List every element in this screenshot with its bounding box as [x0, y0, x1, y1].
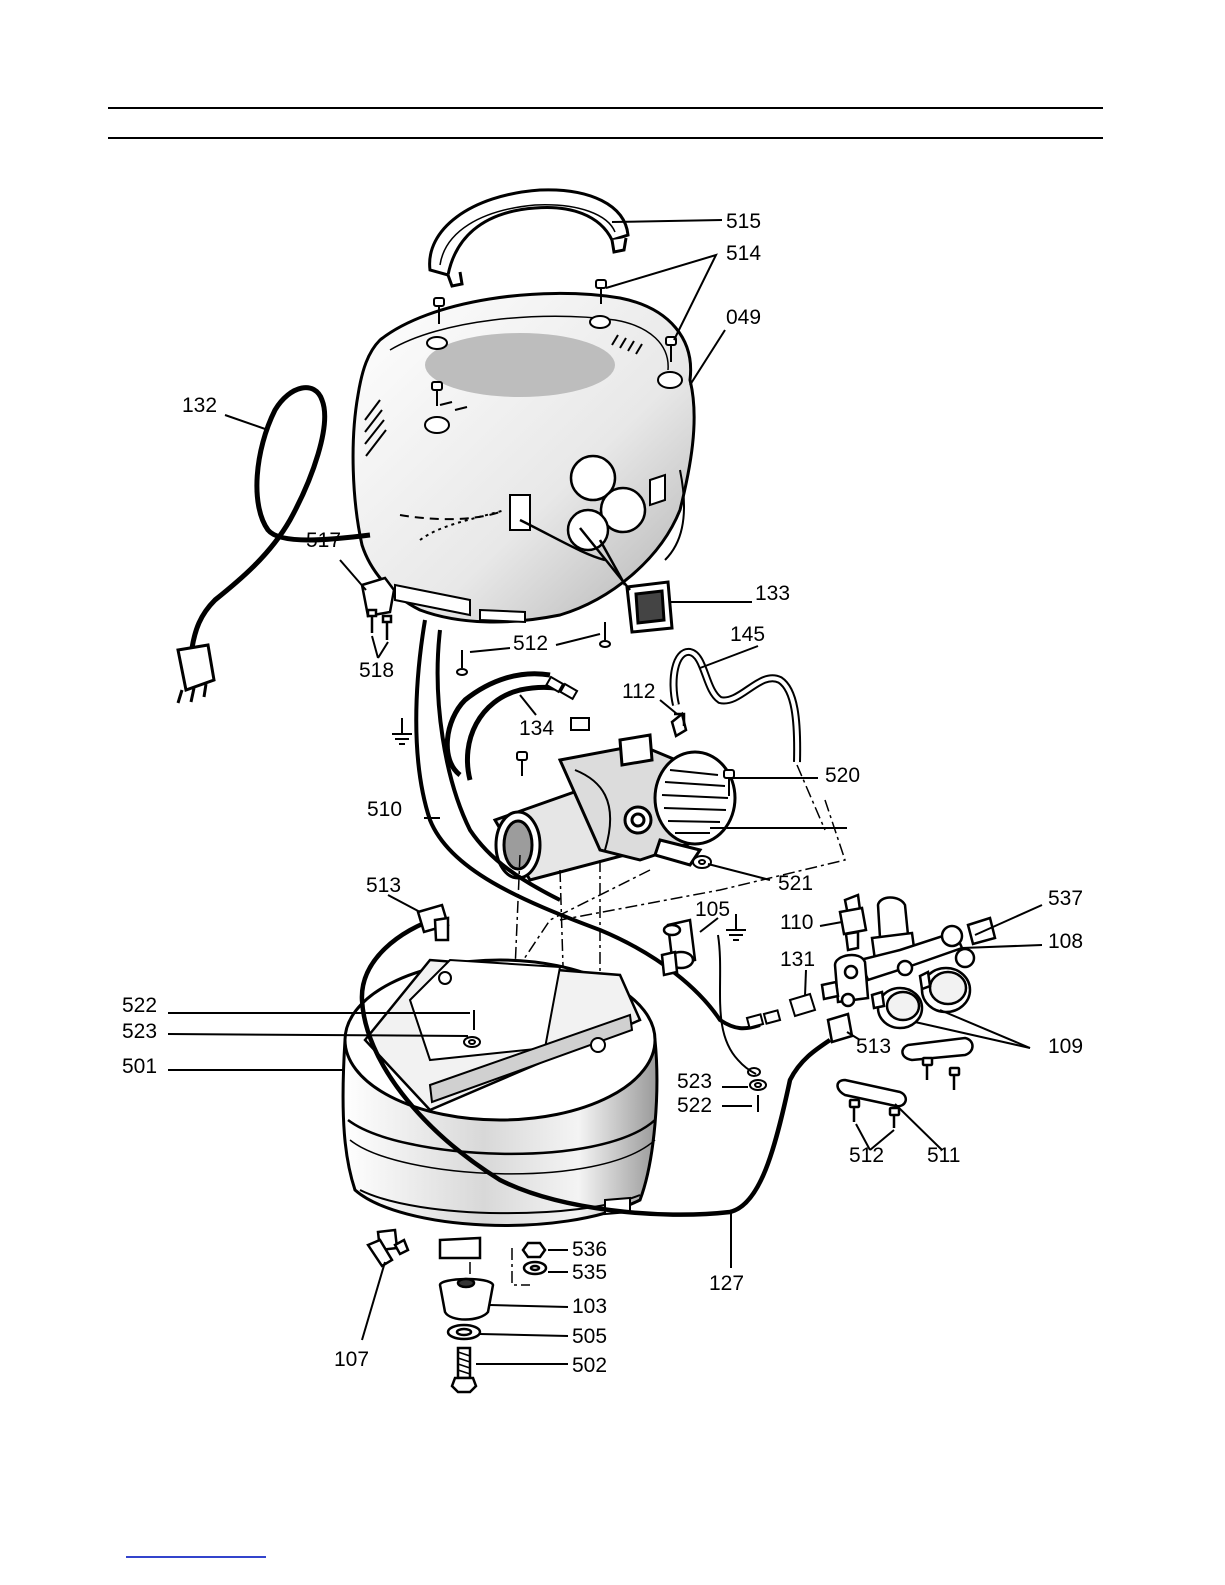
footer-link-underline[interactable]	[126, 1556, 266, 1558]
cord-clamp	[362, 578, 394, 640]
label-511: 511	[927, 1144, 960, 1167]
label-536: 536	[572, 1238, 607, 1261]
label-518: 518	[359, 659, 394, 682]
label-513-lower: 513	[856, 1035, 891, 1058]
label-510: 510	[367, 798, 402, 821]
elbow-and-tube	[672, 652, 797, 762]
label-521: 521	[778, 872, 813, 895]
label-132: 132	[182, 394, 217, 417]
label-133: 133	[755, 582, 790, 605]
label-145: 145	[730, 623, 765, 646]
check-valve	[662, 920, 695, 975]
label-505: 505	[572, 1325, 607, 1348]
label-110: 110	[780, 911, 813, 934]
drain-valve	[368, 1230, 408, 1266]
label-512-lower: 512	[849, 1144, 884, 1167]
label-127: 127	[709, 1272, 744, 1295]
foot-hardware	[440, 1243, 546, 1392]
air-tank	[343, 960, 657, 1258]
label-112: 112	[622, 680, 655, 703]
label-502: 502	[572, 1354, 607, 1377]
label-103: 103	[572, 1295, 607, 1318]
label-109: 109	[1048, 1035, 1083, 1058]
label-520: 520	[825, 764, 860, 787]
label-501: 501	[122, 1055, 157, 1078]
label-537: 537	[1048, 887, 1083, 910]
label-523-right: 523	[677, 1070, 712, 1093]
shroud	[353, 293, 694, 622]
label-523-left: 523	[122, 1020, 157, 1043]
label-514: 514	[726, 242, 761, 265]
label-049: 049	[726, 306, 761, 329]
label-535: 535	[572, 1261, 607, 1284]
label-105: 105	[695, 898, 730, 921]
power-plug	[178, 645, 214, 703]
ground-wire	[718, 935, 756, 1074]
label-134: 134	[519, 717, 554, 740]
label-512-upper: 512	[513, 632, 548, 655]
carry-handle	[430, 190, 628, 286]
label-513-upper: 513	[366, 874, 401, 897]
label-107: 107	[334, 1348, 369, 1371]
label-517: 517	[306, 529, 341, 552]
label-131: 131	[780, 948, 815, 971]
power-cord	[192, 388, 370, 648]
connector-131	[747, 994, 815, 1028]
label-522-left: 522	[122, 994, 157, 1017]
pressure-gauges	[872, 968, 970, 1028]
label-108: 108	[1048, 930, 1083, 953]
label-515: 515	[726, 210, 761, 233]
label-522-right: 522	[677, 1094, 712, 1117]
